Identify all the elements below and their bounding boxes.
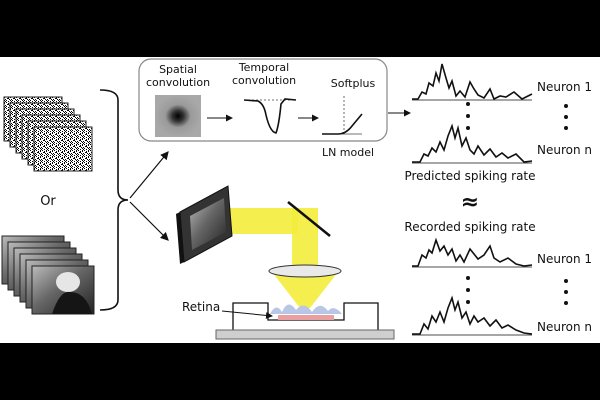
recorded-neuron-dots	[564, 279, 568, 305]
spatial-label-line1: Spatial	[159, 63, 197, 76]
predicted-rate-label: Predicted spiking rate	[404, 169, 535, 183]
arrow-to-recording	[129, 201, 169, 241]
lens	[268, 264, 342, 278]
recording-chamber	[215, 302, 395, 340]
retina-tissue	[270, 304, 342, 314]
electrode-array	[278, 315, 334, 320]
softplus-curve	[322, 96, 363, 136]
predicted-trace-neuron-1	[412, 63, 533, 101]
stage-platform	[215, 329, 395, 340]
spatial-receptive-field	[155, 95, 201, 137]
mirror	[287, 201, 331, 237]
predicted-neuron-1-label: Neuron 1	[537, 80, 592, 94]
recorded-neuron-1-label: Neuron 1	[537, 252, 592, 266]
natural-movie-stimulus-stack	[1, 235, 95, 315]
softplus-label: Softplus	[331, 77, 376, 90]
temporal-label-line2: convolution	[232, 74, 296, 87]
predicted-trace-neuron-n	[412, 123, 533, 163]
grouping-brace	[99, 89, 129, 311]
predicted-ellipsis-dots	[466, 102, 470, 130]
recorded-ellipsis-dots	[466, 276, 470, 304]
approx-symbol: ≈	[461, 190, 479, 215]
predicted-neuron-n-label: Neuron n	[537, 143, 592, 157]
recorded-neuron-n-label: Neuron n	[537, 320, 592, 334]
light-beam	[226, 208, 338, 308]
or-label: Or	[40, 194, 56, 209]
temporal-filter-curve	[243, 98, 297, 134]
retina-pointer-arrow	[221, 310, 273, 319]
white-noise-stimulus-stack	[3, 96, 93, 172]
ln-model-label: LN model	[322, 146, 374, 159]
temporal-label-line1: Temporal	[238, 61, 289, 74]
retina-label: Retina	[182, 300, 220, 314]
spatial-label-line2: convolution	[146, 76, 210, 89]
predicted-neuron-dots	[564, 104, 568, 130]
recorded-trace-neuron-n	[412, 295, 533, 335]
monitor-display	[176, 185, 233, 264]
recorded-trace-neuron-1	[412, 237, 533, 267]
recorded-rate-label: Recorded spiking rate	[404, 220, 535, 234]
arrow-to-ln-model	[129, 151, 169, 199]
